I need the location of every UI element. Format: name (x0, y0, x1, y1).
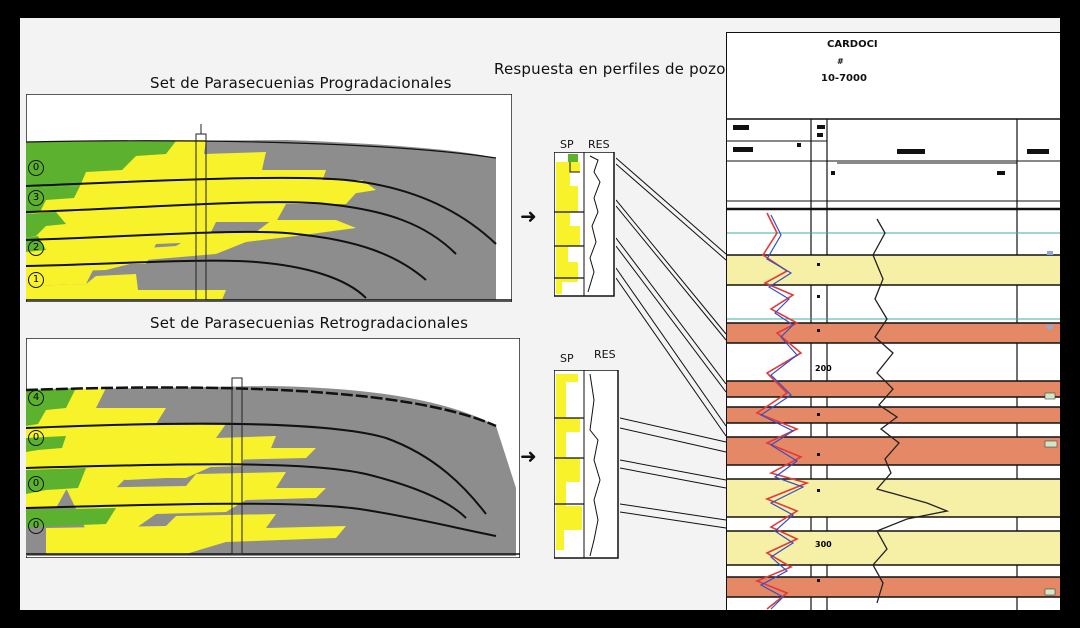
progradational-title: Set de Parasecuenias Progradacionales (150, 74, 452, 92)
sp-label-bottom: SP (560, 352, 574, 365)
well-log-top (554, 152, 616, 298)
well-log-bottom (554, 370, 620, 560)
retrogradational-cross-section (26, 338, 520, 558)
arrow-right-icon: ➜ (520, 444, 537, 468)
prograd-marker-1: 0 (28, 160, 44, 176)
image-frame: Set de Parasecuenias Progradacionales Se… (8, 8, 1072, 620)
retrograd-marker-4: 0 (28, 518, 44, 534)
progradational-cross-section (26, 94, 512, 302)
arrow-right-icon: ➜ (520, 204, 537, 228)
retrogradational-title: Set de Parasecuenias Retrogradacionales (150, 314, 468, 332)
res-label-bottom: RES (594, 348, 616, 361)
prograd-marker-2: 3 (28, 190, 44, 206)
retrograd-marker-2: 0 (28, 430, 44, 446)
correlation-lines (616, 148, 736, 568)
depth-label-200: 200 (815, 364, 832, 373)
prograd-marker-3: 2 (28, 240, 44, 256)
res-label-top: RES (588, 138, 610, 151)
well-log-plot: 200 300 (727, 33, 1060, 610)
retrograd-marker-1: 4 (28, 390, 44, 406)
well-response-title: Respuesta en perfiles de pozos (494, 60, 734, 78)
prograd-marker-4: 1 (28, 272, 44, 288)
depth-label-300: 300 (815, 540, 832, 549)
retrograd-marker-3: 0 (28, 476, 44, 492)
well-log-sheet: CARDOCI # 10-7000 (726, 32, 1060, 610)
sp-label-top: SP (560, 138, 574, 151)
figure-canvas: Set de Parasecuenias Progradacionales Se… (20, 18, 1060, 610)
